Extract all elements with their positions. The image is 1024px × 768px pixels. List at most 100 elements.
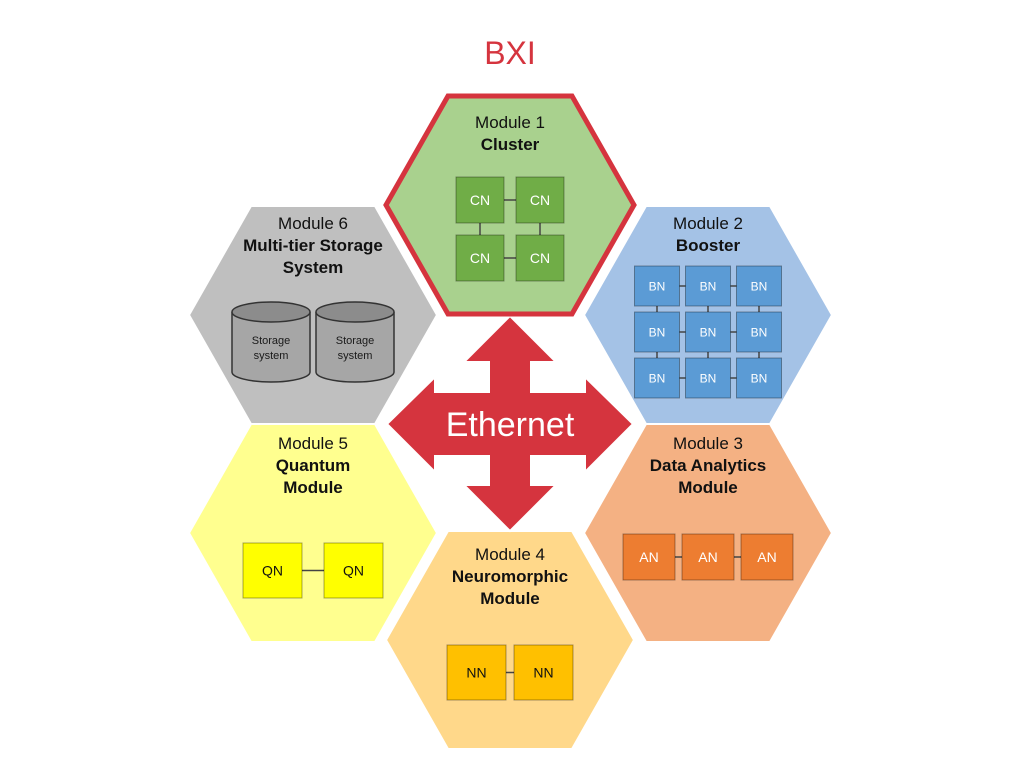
module-name-label: Multi-tier Storage	[243, 236, 383, 255]
cylinder-body	[315, 312, 395, 383]
node-rect	[685, 311, 731, 353]
node-box: QN	[323, 542, 384, 599]
storage-label: system	[338, 350, 373, 362]
node-rect	[681, 533, 735, 581]
node-label: BN	[700, 371, 717, 385]
storage-label: Storage	[252, 335, 291, 347]
module-name-label: Module	[678, 478, 738, 497]
node-rect	[740, 533, 794, 581]
module-name-label: Module	[283, 478, 343, 497]
node-label: NN	[466, 665, 486, 681]
node-rect	[455, 176, 505, 224]
node-label: CN	[530, 192, 550, 208]
node-box: AN	[622, 533, 676, 581]
node-grid: BN BN BN BN BN BN BN BN BN	[634, 265, 782, 399]
module-number-label: Module 4	[475, 545, 545, 564]
module-number-label: Module 2	[673, 214, 743, 233]
node-rect	[323, 542, 384, 599]
node-rect	[685, 265, 731, 307]
node-label: BN	[649, 371, 666, 385]
node-rect	[455, 234, 505, 282]
module-number-label: Module 3	[673, 434, 743, 453]
node-label: BN	[649, 325, 666, 339]
node-rect	[736, 311, 782, 353]
cylinder-body	[231, 312, 311, 383]
node-box: BN	[736, 357, 782, 399]
node-box: BN	[685, 311, 731, 353]
node-grid: QN QN	[242, 542, 384, 599]
node-box: AN	[740, 533, 794, 581]
module-name-label: Data Analytics	[650, 456, 767, 475]
node-box: CN	[515, 176, 565, 224]
node-rect	[515, 176, 565, 224]
node-box: AN	[681, 533, 735, 581]
storage-cylinder: Storage system	[231, 301, 311, 383]
node-label: BN	[700, 279, 717, 293]
node-box: NN	[513, 644, 574, 701]
node-rect	[634, 357, 680, 399]
node-box: BN	[634, 265, 680, 307]
four-way-arrow	[385, 314, 635, 533]
node-grid: CN CN CN CN	[455, 176, 565, 282]
module-name-label: Cluster	[481, 135, 540, 154]
storage-label: Storage	[336, 335, 375, 347]
storage-cylinder: Storage system	[315, 301, 395, 383]
node-box: BN	[685, 265, 731, 307]
node-box: CN	[455, 176, 505, 224]
node-box: CN	[455, 234, 505, 282]
storage-label: system	[254, 350, 289, 362]
node-label: BN	[751, 279, 768, 293]
node-label: QN	[343, 563, 364, 579]
node-grid: AN AN AN	[622, 533, 794, 581]
node-label: NN	[533, 665, 553, 681]
highlight-layer	[383, 93, 637, 317]
node-rect	[736, 265, 782, 307]
node-box: BN	[736, 311, 782, 353]
node-label: CN	[530, 250, 550, 266]
node-label: BN	[751, 371, 768, 385]
module-name-label: Neuromorphic	[452, 567, 568, 586]
node-label: BN	[751, 325, 768, 339]
module-name-label: Quantum	[276, 456, 351, 475]
ethernet-connector: Ethernet	[385, 314, 635, 533]
node-rect	[634, 311, 680, 353]
node-box: BN	[634, 311, 680, 353]
node-label: BN	[649, 279, 666, 293]
cylinder-top	[315, 301, 395, 323]
node-box: QN	[242, 542, 303, 599]
node-grid: NN NN	[446, 644, 574, 701]
node-rect	[242, 542, 303, 599]
node-rect	[736, 357, 782, 399]
node-label: AN	[698, 549, 717, 565]
node-label: AN	[757, 549, 776, 565]
node-box: BN	[736, 265, 782, 307]
node-rect	[622, 533, 676, 581]
node-box: NN	[446, 644, 507, 701]
hexagon-shape	[582, 423, 834, 643]
module-name-label: Module	[480, 589, 540, 608]
node-rect	[446, 644, 507, 701]
diagram-title: BXI	[484, 35, 536, 71]
node-label: CN	[470, 250, 490, 266]
module-name-label: Booster	[676, 236, 741, 255]
node-links	[656, 285, 760, 379]
node-label: CN	[470, 192, 490, 208]
node-links	[479, 199, 541, 259]
module-name-label: System	[283, 258, 343, 277]
cylinder-top	[231, 301, 311, 323]
module-number-label: Module 1	[475, 113, 545, 132]
module-number-label: Module 5	[278, 434, 348, 453]
node-label: QN	[262, 563, 283, 579]
node-label: AN	[639, 549, 658, 565]
node-label: BN	[700, 325, 717, 339]
node-rect	[515, 234, 565, 282]
node-box: CN	[515, 234, 565, 282]
module-number-label: Module 6	[278, 214, 348, 233]
